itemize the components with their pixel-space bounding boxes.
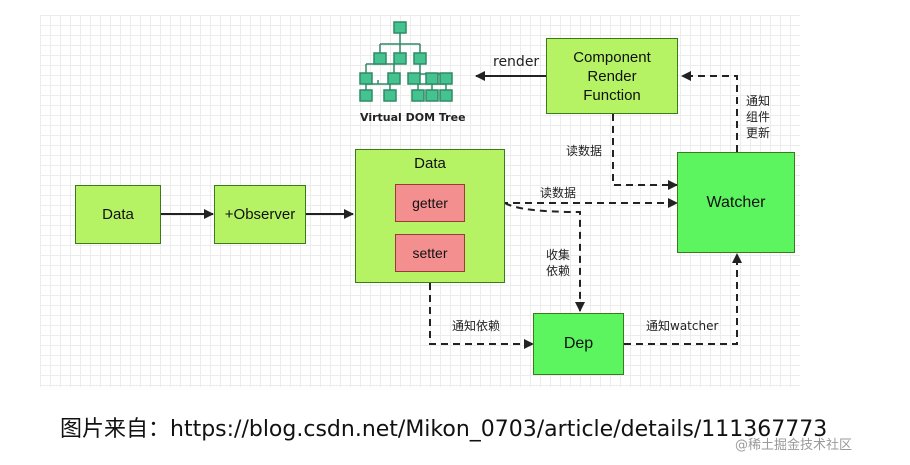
render-label: render <box>493 54 540 70</box>
collect-deps-line1: 收集 <box>546 248 571 262</box>
arrow-notify-watcher <box>624 253 742 345</box>
read-data-label-1: 读数据 <box>566 144 603 158</box>
setter-box: setter <box>395 234 465 272</box>
virtual-dom-tree-label: Virtual DOM Tree <box>360 111 466 124</box>
collect-deps-label: 收集 依赖 <box>546 247 570 279</box>
notify-component-line2: 组件 <box>746 110 771 124</box>
data-container-title: Data <box>414 155 446 172</box>
notify-component-label: 通知 组件 更新 <box>746 93 770 141</box>
image-source-caption: 图片来自：https://blog.csdn.net/Mikon_0703/ar… <box>60 417 828 442</box>
arrow-read-data-to-watcher <box>612 114 678 190</box>
read-data-label-2: 读数据 <box>540 186 577 200</box>
arrow-collect-deps <box>504 202 585 312</box>
getter-box: getter <box>395 184 465 222</box>
notify-component-line3: 更新 <box>746 126 771 140</box>
notify-component-line1: 通知 <box>746 94 771 108</box>
notify-watcher-label: 通知watcher <box>646 319 719 333</box>
component-render-line1: Component <box>573 48 651 66</box>
component-render-line3: Function <box>583 86 641 104</box>
watcher-box: Watcher <box>677 152 795 253</box>
notify-deps-label: 通知依赖 <box>452 319 501 333</box>
component-render-function-box: Component Render Function <box>546 38 678 114</box>
watermark: @稀土掘金技术社区 <box>735 438 853 453</box>
observer-box: +Observer <box>214 185 306 244</box>
collect-deps-line2: 依赖 <box>546 264 571 278</box>
data-source-box: Data <box>75 185 161 244</box>
dep-box: Dep <box>533 313 624 375</box>
tree-icon <box>359 21 453 102</box>
arrow-notify-deps <box>429 283 534 349</box>
component-render-line2: Render <box>587 67 637 85</box>
arrow-notify-component-update <box>681 71 738 152</box>
